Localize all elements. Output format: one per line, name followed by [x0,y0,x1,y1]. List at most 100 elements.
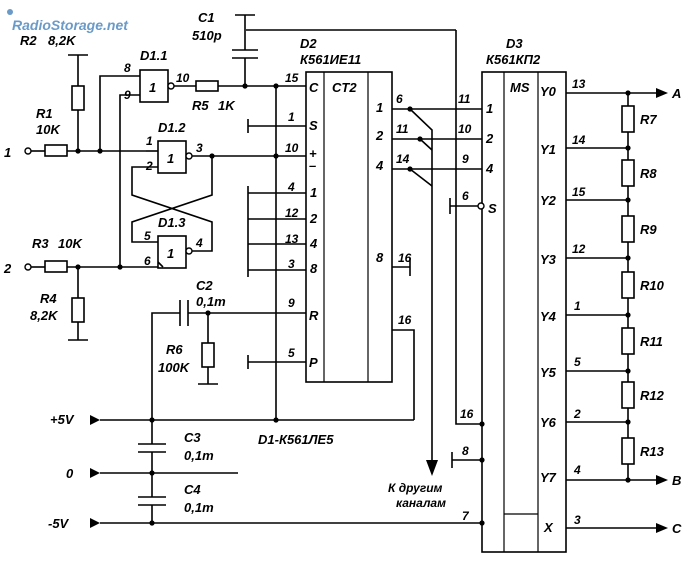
gate-d1-2-pin-b: 2 [145,159,153,173]
r6-value: 100K [158,360,191,375]
output-c-label: C [672,521,682,536]
d2-out-label-8: 8 [376,250,384,265]
input-1-label: 1 [4,145,11,160]
d3-label-y1: Y1 [540,142,556,157]
resistor-r13 [621,437,635,465]
resistor-r12 [621,381,635,409]
r6-ref: R6 [166,342,183,357]
d3-pin-14: 14 [572,133,586,147]
d3-label-4: 4 [485,161,494,176]
d2-label-d2: 2 [309,211,318,226]
d2-pin-12: 12 [285,206,299,220]
r11-ref: R11 [640,334,663,349]
d3-pin-9: 9 [462,152,469,166]
d3-ref: D3 [506,36,523,51]
resistor-r3 [44,260,68,273]
d3-pin-5: 5 [574,355,581,369]
gate-d1-3 [157,235,187,269]
d3-part: К561КП2 [486,52,541,67]
d2-pin-4: 4 [287,180,295,194]
d2-label-r: R [309,308,319,323]
resistor-r11 [621,327,635,355]
d3-label-x: X [543,520,554,535]
d2-pin-5: 5 [288,346,295,360]
d2-pin-10: 10 [285,141,299,155]
gate-d1-3-pin-b: 6 [144,254,151,268]
resistor-r5 [195,80,219,92]
resistor-r6 [201,342,215,368]
d3-pin-15: 15 [572,185,586,199]
d3-pin-7: 7 [462,509,470,523]
d2-out-label-2: 2 [375,128,384,143]
r13-ref: R13 [640,444,665,459]
c4-ref: C4 [184,482,201,497]
r8-ref: R8 [640,166,657,181]
arrow-left-icon [90,415,100,425]
d2-pin-11: 11 [396,122,409,136]
gate-d1-1 [139,69,169,103]
gate-d1-2-pin-out: 3 [196,141,203,155]
d2-ref: D2 [300,36,317,51]
resistor-r9 [621,215,635,243]
d3-pin-8: 8 [462,444,469,458]
r4-value: 8,2K [30,308,59,323]
r5-ref: R5 [192,98,209,113]
gate-d1-2-pin-a: 1 [146,134,153,148]
r7-ref: R7 [640,112,657,127]
resistor-r1 [44,144,68,157]
c1-value: 510p [192,28,222,43]
d2-label-plus: + [309,146,317,161]
r10-ref: R10 [640,278,665,293]
c3-value: 0,1m [184,448,214,463]
other-channels-line-1: К другим [388,481,443,495]
footnote: D1-К561ЛЕ5 [258,432,334,447]
d2-pin-6: 6 [396,92,403,106]
d3-label-y7: Y7 [540,470,557,485]
gate-d1-2-ref: D1.2 [158,120,186,135]
resistor-r8 [621,159,635,187]
c1-ref: C1 [198,10,215,25]
r2-ref: R2 [20,33,37,48]
d2-pin-15: 15 [285,71,299,85]
r3-ref: R3 [32,236,49,251]
gate-d1-3-ref: D1.3 [158,215,186,230]
gate-d1-3-pin-a: 5 [144,229,151,243]
r12-ref: R12 [640,388,665,403]
d2-pin-9: 9 [288,296,295,310]
r1-ref: R1 [36,106,53,121]
d3-label-s: S [488,201,497,216]
d3-pin-2: 2 [573,407,581,421]
watermark: RadioStorage.net [12,17,129,33]
output-a-label: A [671,86,681,101]
d2-pin-16-power: 16 [398,313,412,327]
input-2-label: 2 [3,261,12,276]
d2-pin-14: 14 [396,152,410,166]
d3-pin-13: 13 [572,77,586,91]
input-1-terminal [24,147,32,155]
zero-label: 0 [66,466,74,481]
r9-ref: R9 [640,222,657,237]
arrow-down-icon [426,460,438,476]
d3-label-y4: Y4 [540,309,557,324]
gate-d1-1-pin-out: 10 [176,71,190,85]
d3-label-y0: Y0 [540,84,557,99]
d3-pin-4: 4 [573,463,581,477]
d2-out-label-4: 4 [375,158,384,173]
d2-label-d4: 4 [309,236,318,251]
r5-value: 1K [218,98,236,113]
r3-value: 10K [58,236,83,251]
d2-pin-13: 13 [285,232,299,246]
d2-pin-16: 16 [398,251,412,265]
resistor-r4 [71,297,85,323]
ic-d2-counter [305,71,393,383]
d2-label-d1: 1 [310,185,317,200]
c2-value: 0,1m [196,294,226,309]
d2-label-d8: 8 [310,261,318,276]
d2-out-label-1: 1 [376,100,383,115]
ic-d3-multiplexer [481,71,567,553]
watermark-icon [7,9,13,15]
d3-label-y5: Y5 [540,365,557,380]
c4-value: 0,1m [184,500,214,515]
r1-value: 10K [36,122,61,137]
